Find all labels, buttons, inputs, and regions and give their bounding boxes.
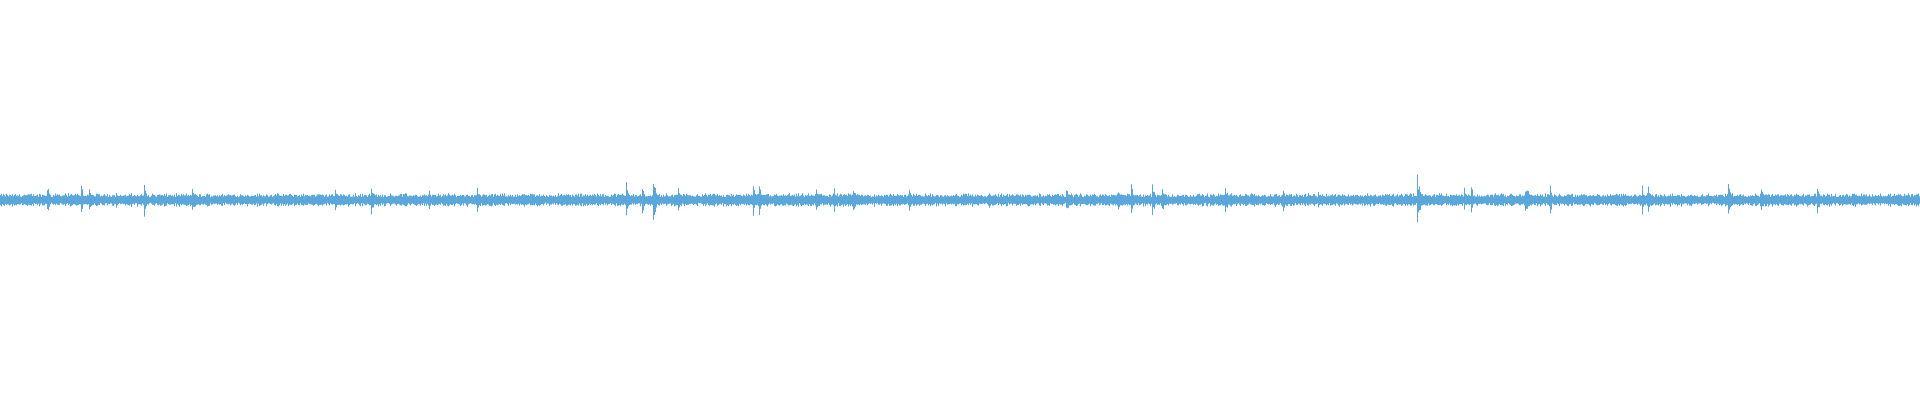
waveform-path [0, 174, 1920, 223]
waveform-trace [0, 174, 1920, 223]
